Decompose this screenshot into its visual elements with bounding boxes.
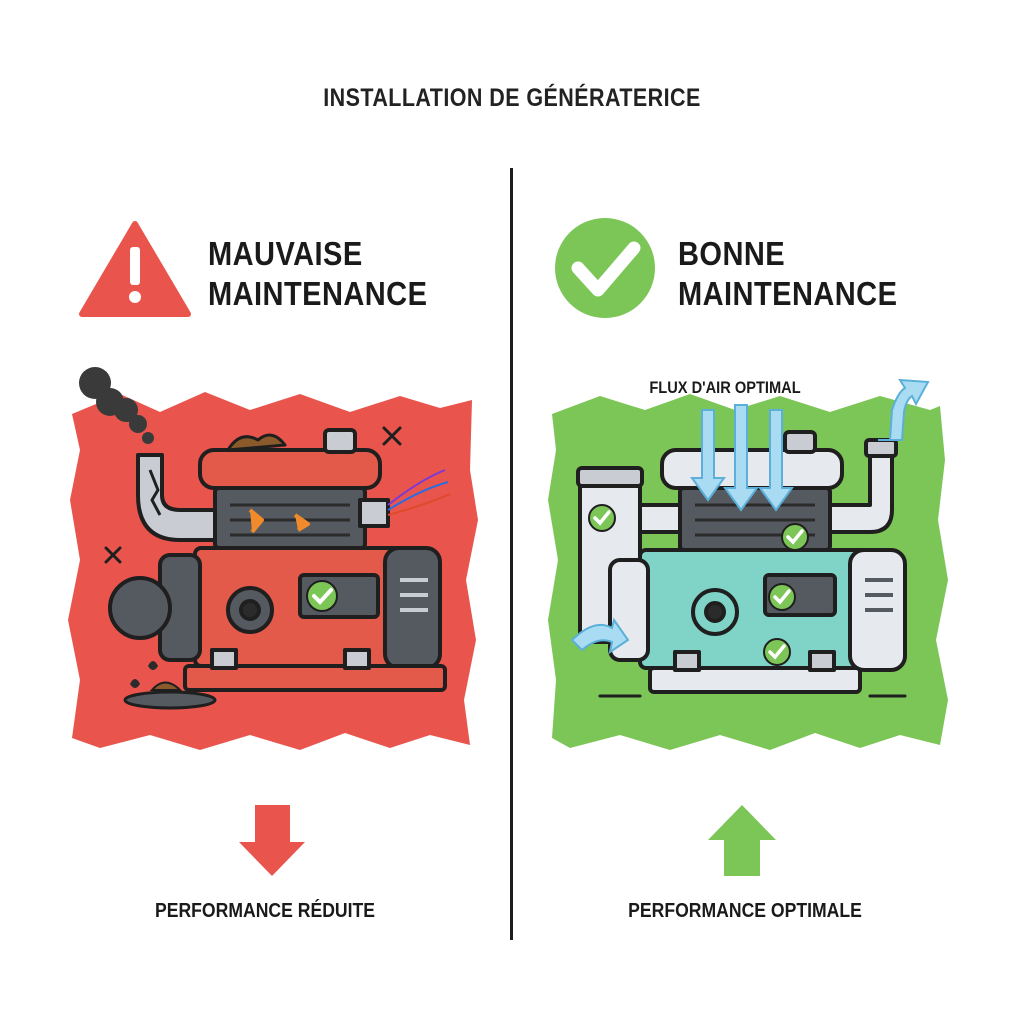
arrow-up-icon xyxy=(708,805,776,876)
page-title: INSTALLATION DE GÉNÉRATERICE xyxy=(323,84,701,112)
arrow-down-icon xyxy=(239,805,305,876)
loose-wires-icon xyxy=(387,469,451,516)
x-mark-icon xyxy=(104,426,402,564)
warning-triangle-icon xyxy=(79,221,191,317)
good-maintenance-heading: BONNE MAINTENANCE xyxy=(678,234,897,314)
check-badge-icon xyxy=(306,580,338,612)
bad-heading-line1: MAUVAISE xyxy=(208,235,363,272)
check-circle-icon xyxy=(555,218,655,318)
good-generator-illustration xyxy=(576,430,907,694)
oil-puddle-icon xyxy=(123,661,217,710)
bad-maintenance-heading: MAUVAISE MAINTENANCE xyxy=(208,234,427,314)
good-performance-caption: PERFORMANCE OPTIMALE xyxy=(628,900,862,922)
smoke-cloud-icon xyxy=(79,367,154,444)
check-badge-icon xyxy=(588,504,809,666)
good-heading-line2: MAINTENANCE xyxy=(678,275,898,312)
airflow-arrow-icon xyxy=(570,378,930,655)
bad-performance-caption: PERFORMANCE RÉDUITE xyxy=(154,900,375,922)
bad-generator-illustration xyxy=(108,428,447,692)
good-heading-line1: BONNE xyxy=(678,235,786,272)
center-divider xyxy=(510,168,513,940)
bad-heading-line2: MAINTENANCE xyxy=(208,275,428,312)
airflow-label: FLUX D'AIR OPTIMAL xyxy=(649,378,801,397)
